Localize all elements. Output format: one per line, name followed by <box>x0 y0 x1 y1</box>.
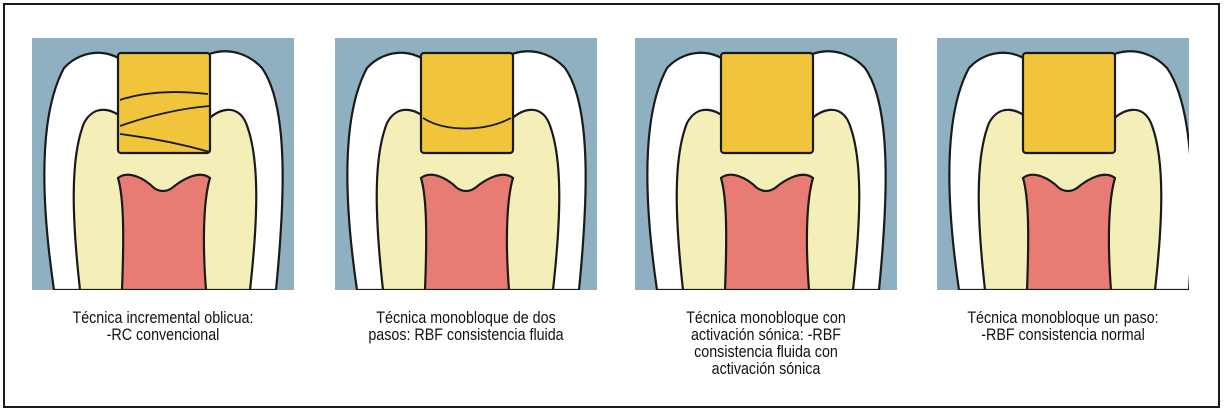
caption-4-line-2: -RBF consistencia normal <box>945 326 1180 343</box>
caption-3: Técnica monobloque con activación sónica… <box>653 309 880 377</box>
caption-1: Técnica incremental oblicua: -RC convenc… <box>50 309 277 343</box>
tooth-diagram-1 <box>32 38 294 290</box>
caption-3-line-3: consistencia fluida con <box>653 343 880 360</box>
caption-3-line-4: activación sónica <box>653 360 880 377</box>
caption-1-line-2: -RC convencional <box>50 326 277 343</box>
panel-sonic-bulk <box>635 38 897 290</box>
panel-two-step-bulk <box>335 38 597 290</box>
tooth-diagram-4 <box>937 38 1189 290</box>
caption-1-line-1: Técnica incremental oblicua: <box>50 309 277 326</box>
caption-3-line-1: Técnica monobloque con <box>653 309 880 326</box>
tooth-diagram-2 <box>335 38 597 290</box>
panel-incremental-oblique <box>32 38 294 290</box>
figure-frame: Técnica incremental oblicua: -RC convenc… <box>3 3 1220 408</box>
caption-2-line-2: pasos: RBF consistencia fluida <box>336 326 596 343</box>
caption-2: Técnica monobloque de dos pasos: RBF con… <box>336 309 596 343</box>
panel-one-step-bulk <box>937 38 1189 290</box>
tooth-diagram-3 <box>635 38 897 290</box>
caption-3-line-2: activación sónica: -RBF <box>653 326 880 343</box>
caption-4-line-1: Técnica monobloque un paso: <box>945 309 1180 326</box>
caption-2-line-1: Técnica monobloque de dos <box>336 309 596 326</box>
caption-4: Técnica monobloque un paso: -RBF consist… <box>945 309 1180 343</box>
